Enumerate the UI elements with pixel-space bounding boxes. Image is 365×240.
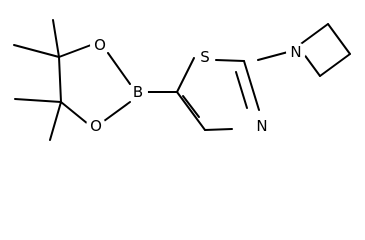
azetidine-bond-n-c2: [297, 23, 329, 47]
borolane-bond-b-o-top: [107, 52, 131, 85]
atom-n-azetidine-label: N: [290, 43, 301, 61]
borolane-bond-c-c: [58, 56, 62, 103]
atom-o-bottom-label: O: [90, 117, 102, 135]
thiazole-bond-n3-c4: [204, 128, 233, 131]
atom-s-label: S: [200, 48, 210, 66]
atom-o-bottom: O: [86, 116, 106, 136]
thiazole-bond-s-c2: [215, 59, 245, 62]
methyl-bottom-left: [14, 98, 62, 103]
thiazole-bond-c4-c5: [176, 91, 206, 131]
molecule-drawing: S N N B O O: [13, 19, 351, 141]
atom-b-label: B: [133, 83, 143, 101]
atom-n-thiazole-label: N: [256, 117, 267, 135]
methyl-top-left: [13, 44, 60, 58]
borolane-bond-o-bottom-b: [103, 101, 131, 122]
atom-o-top-label: O: [94, 36, 106, 54]
methyl-bottom-down: [49, 101, 62, 141]
bond-thiazole-azetidine: [257, 51, 289, 61]
thiazole-bond-c2-n3: [243, 60, 260, 111]
borolane-bond-o-top-c: [58, 44, 92, 58]
atom-o-top: O: [90, 35, 110, 55]
atom-n-azetidine: N: [286, 42, 306, 62]
thiazole-bond-c4-c5-inner: [182, 95, 200, 118]
borolane-bond-c-o-bottom: [60, 101, 89, 125]
thiazole-bond-c5-s: [176, 57, 195, 93]
azetidine-bond-c2-c3: [327, 23, 351, 55]
atom-b: B: [128, 82, 148, 102]
methyl-top-up: [52, 19, 60, 58]
thiazole-bond-c2-n3-inner: [235, 71, 248, 109]
azetidine-bond-c3-c4: [319, 53, 351, 77]
atom-n-thiazole: N: [252, 116, 272, 136]
structure-diagram: S N N B O O: [13, 19, 351, 141]
atom-s: S: [195, 47, 215, 67]
